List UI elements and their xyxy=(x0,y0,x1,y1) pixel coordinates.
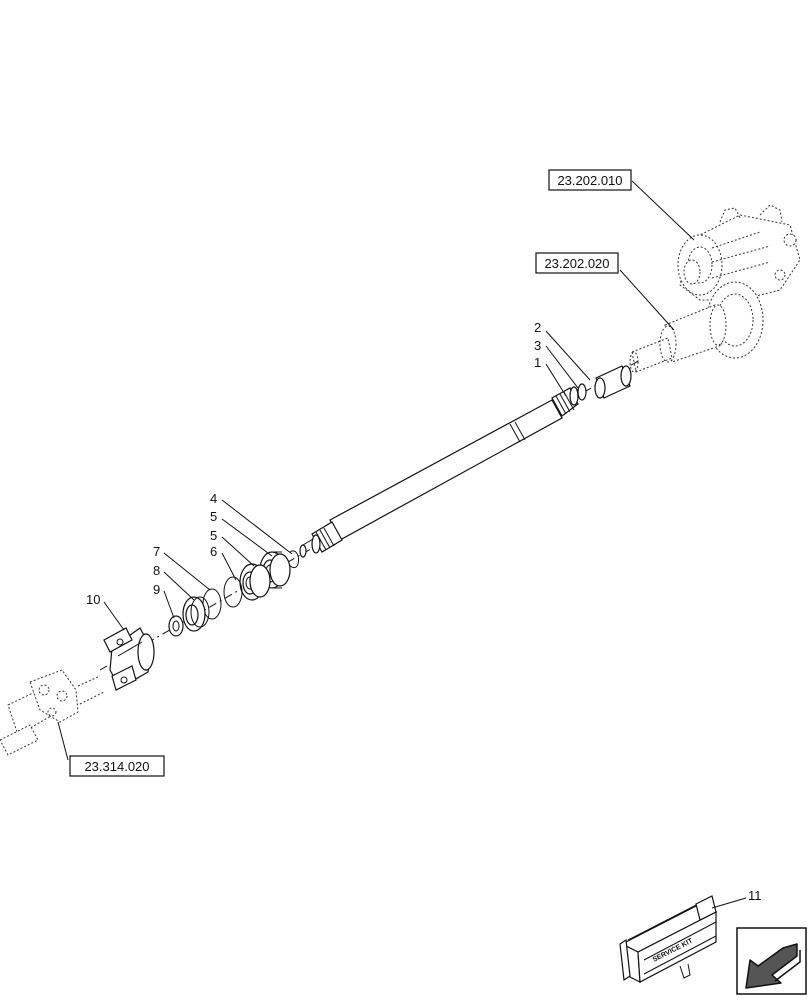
snap-ring-part-3 xyxy=(577,383,587,401)
sleeve-part-2 xyxy=(594,365,632,399)
callout-5-a: 5 xyxy=(210,509,217,524)
callout-4: 4 xyxy=(210,491,217,506)
seal-part-8 xyxy=(182,596,210,632)
nut-part-9 xyxy=(168,615,184,637)
callout-8: 8 xyxy=(153,563,160,578)
yoke-part-10 xyxy=(103,627,155,691)
nav-arrow-button[interactable] xyxy=(736,927,807,995)
service-kit-box-part-11: SERVICE KIT xyxy=(619,895,718,984)
ref-box-23-202-020[interactable]: 23.202.020 xyxy=(535,252,619,274)
ref-label-23-202-020: 23.202.020 xyxy=(544,256,609,271)
ref-box-23-314-020[interactable]: 23.314.020 xyxy=(69,755,165,777)
snap-ring-part-4 xyxy=(287,550,299,569)
callout-2: 2 xyxy=(534,320,541,335)
callout-3: 3 xyxy=(534,338,541,353)
gearbox-assembly-ghost xyxy=(629,204,801,373)
callout-10: 10 xyxy=(86,592,100,607)
callout-numbers: 2 3 1 4 5 5 6 7 8 9 10 11 xyxy=(86,320,762,903)
leader-lines xyxy=(57,180,747,909)
ref-label-23-314-020: 23.314.020 xyxy=(84,759,149,774)
callout-11: 11 xyxy=(748,888,762,903)
callout-9: 9 xyxy=(153,582,160,597)
ref-box-23-202-010[interactable]: 23.202.010 xyxy=(548,169,632,191)
ring-part-6 xyxy=(223,576,243,608)
callout-1: 1 xyxy=(534,355,541,370)
main-shaft-part-1 xyxy=(299,386,579,558)
callout-7: 7 xyxy=(153,544,160,559)
bearing-part-5-b xyxy=(239,563,271,601)
callout-5-b: 5 xyxy=(210,528,217,543)
ring-part-7 xyxy=(202,588,222,620)
callout-6: 6 xyxy=(210,544,217,559)
driveshaft-assembly-ghost xyxy=(0,669,105,756)
arrow-left-down-icon xyxy=(745,943,801,989)
ref-label-23-202-010: 23.202.010 xyxy=(557,173,622,188)
